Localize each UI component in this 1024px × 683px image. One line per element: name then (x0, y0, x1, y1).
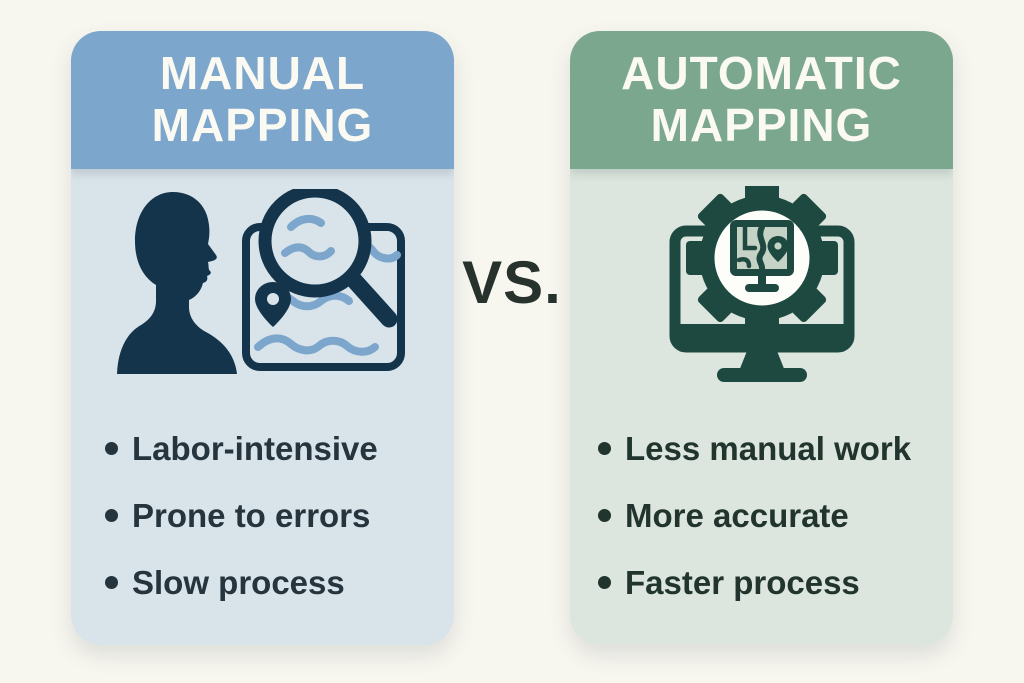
bullet-label: Slow process (132, 563, 345, 601)
title-line-2: MAPPING (151, 99, 374, 151)
bullet-label: Less manual work (625, 429, 912, 467)
list-item: Labor-intensive (71, 415, 454, 482)
bullet-label: Labor-intensive (132, 429, 378, 467)
monitor-gear-map-icon (669, 185, 854, 382)
manual-mapping-illustration (71, 181, 454, 387)
vs-label: VS. (462, 248, 562, 316)
bullet-icon (105, 576, 118, 589)
bullet-label: More accurate (625, 496, 849, 534)
bullet-icon (598, 509, 611, 522)
manual-mapping-card: MANUAL MAPPING (71, 31, 454, 645)
bullet-icon (105, 509, 118, 522)
manual-mapping-bullets: Labor-intensive Prone to errors Slow pro… (71, 415, 454, 616)
person-map-magnifier-icon (116, 189, 405, 374)
bullet-icon (105, 442, 118, 455)
automatic-mapping-illustration (570, 181, 953, 387)
manual-mapping-title: MANUAL MAPPING (152, 48, 374, 151)
list-item: Less manual work (570, 415, 953, 482)
manual-mapping-header: MANUAL MAPPING (71, 31, 454, 169)
title-line-2: MAPPING (650, 99, 873, 151)
list-item: Prone to errors (71, 482, 454, 549)
automatic-mapping-bullets: Less manual work More accurate Faster pr… (570, 415, 953, 616)
automatic-mapping-card: AUTOMATIC MAPPING (570, 31, 953, 645)
automatic-mapping-title: AUTOMATIC MAPPING (621, 48, 902, 151)
list-item: Slow process (71, 549, 454, 616)
list-item: Faster process (570, 549, 953, 616)
bullet-icon (598, 576, 611, 589)
bullet-label: Faster process (625, 563, 860, 601)
automatic-mapping-header: AUTOMATIC MAPPING (570, 31, 953, 169)
bullet-label: Prone to errors (132, 496, 371, 534)
title-line-1: AUTOMATIC (621, 47, 902, 100)
title-line-1: MANUAL (159, 47, 366, 100)
list-item: More accurate (570, 482, 953, 549)
bullet-icon (598, 442, 611, 455)
